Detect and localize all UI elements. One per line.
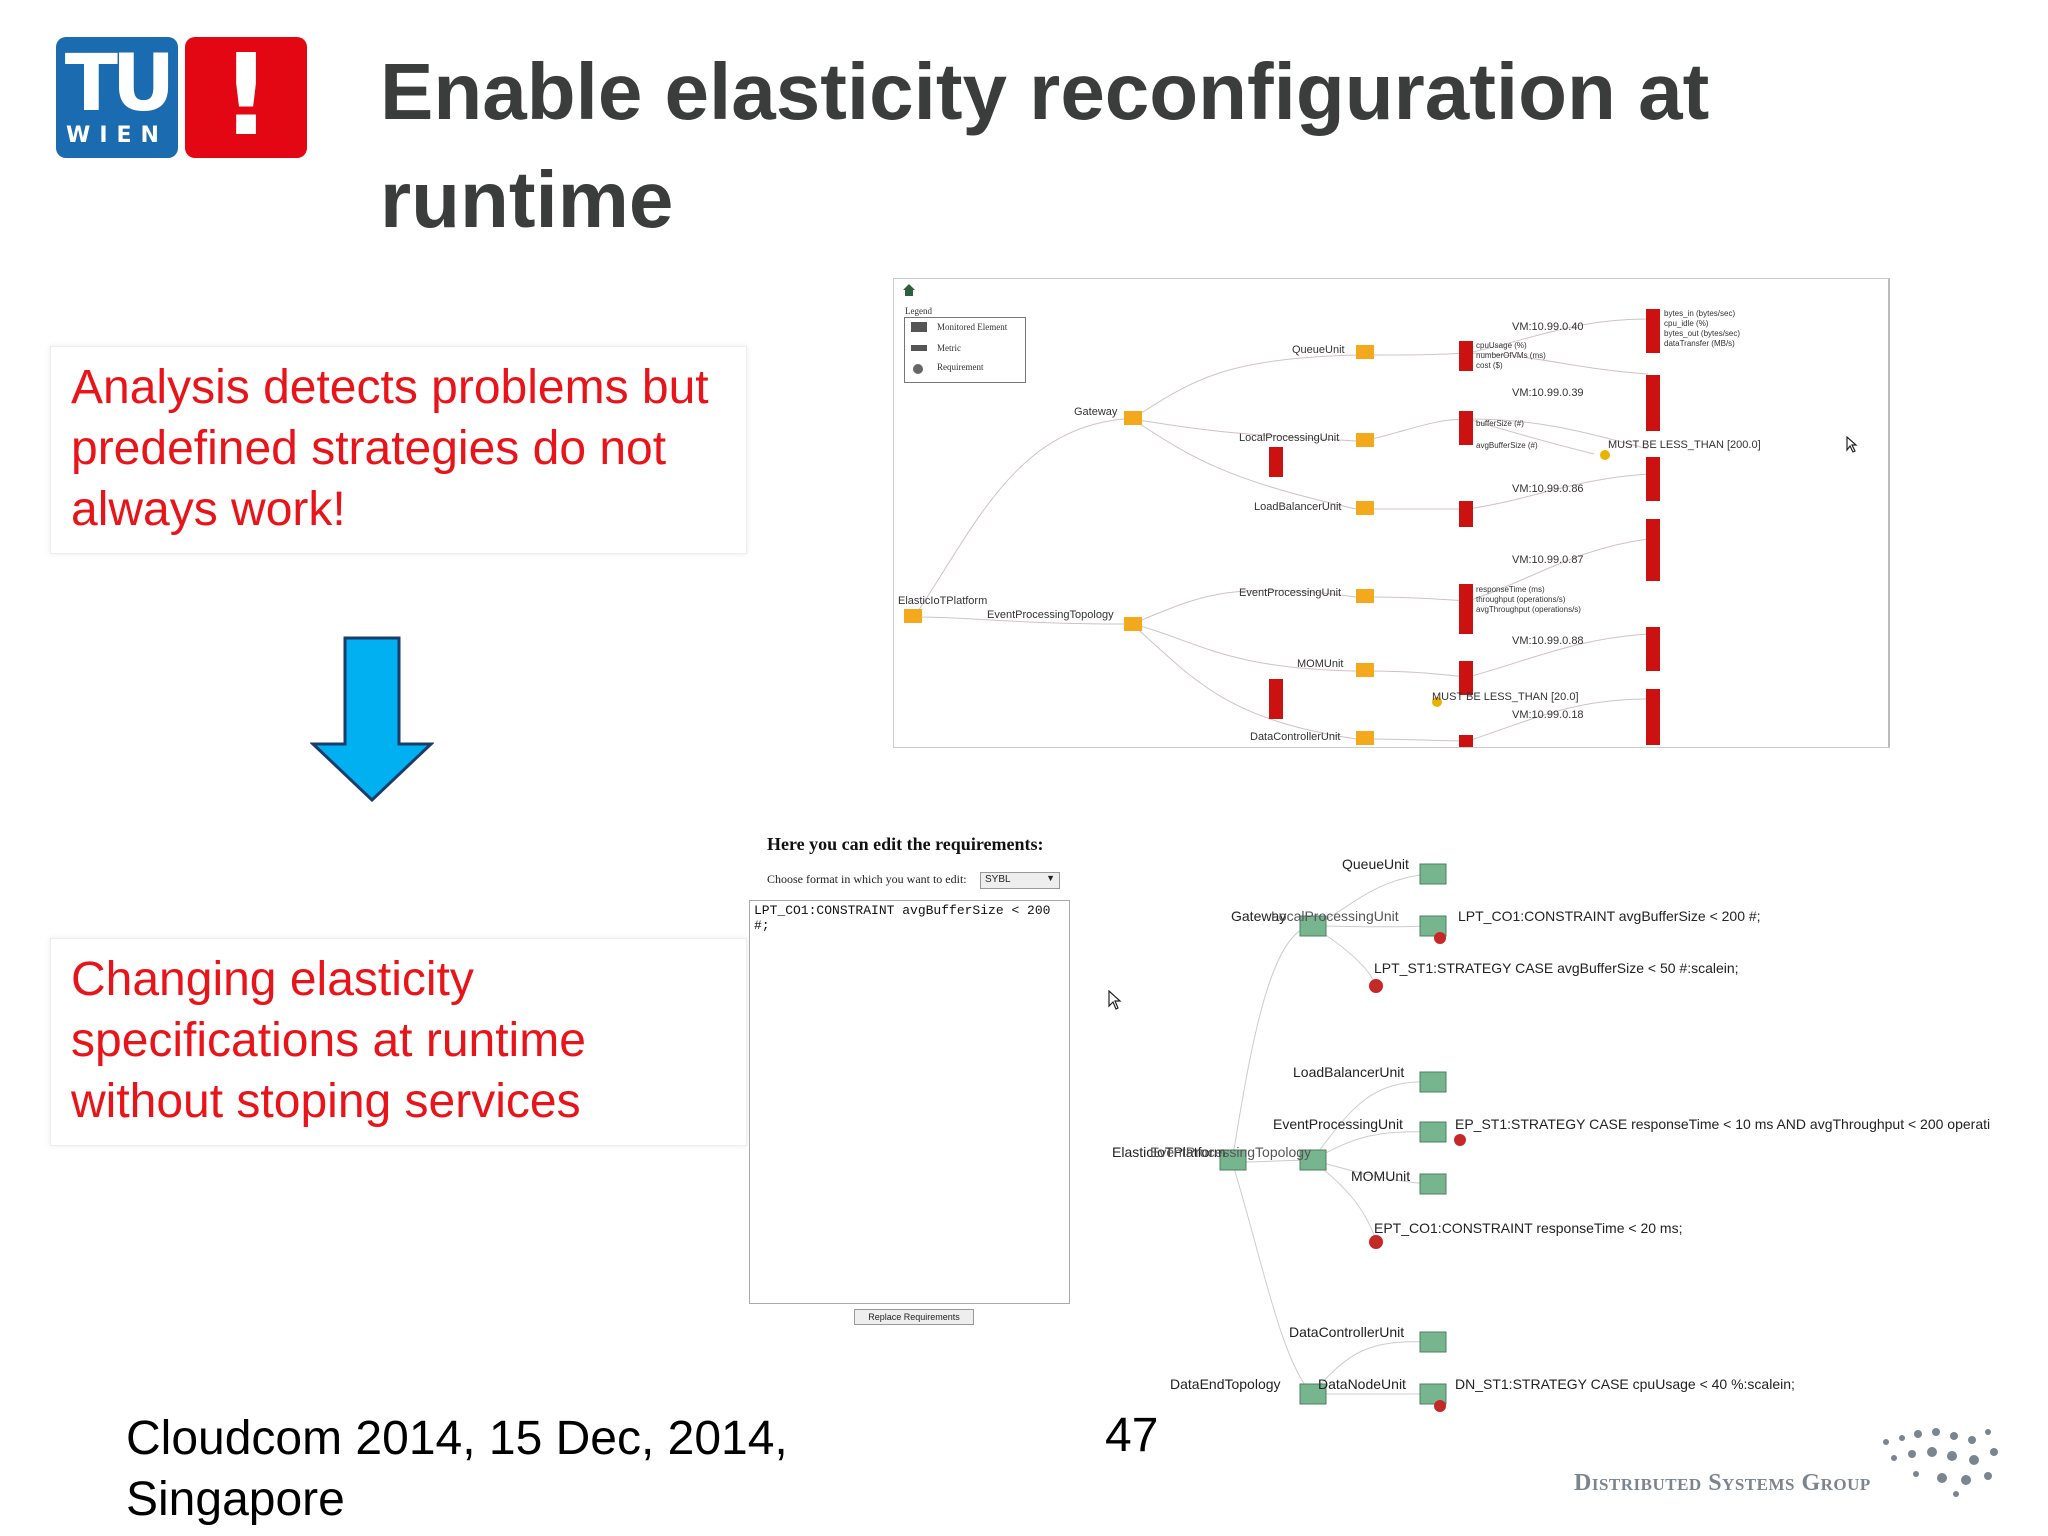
node-gateway[interactable]: Gateway <box>1074 406 1118 418</box>
logo-tu-text: TU <box>64 39 176 129</box>
node-vm-39[interactable]: VM:10.99.0.39 <box>1512 387 1584 399</box>
legend-metric-swatch <box>911 345 927 351</box>
req-node-mom-unit[interactable]: MOMUnit <box>1351 1168 1411 1184</box>
legend-requirement-swatch <box>913 364 923 374</box>
req-node-local-processing-unit[interactable]: LocalProcessingUnit <box>1271 908 1399 924</box>
metric-label: throughput (operations/s) <box>1476 595 1566 604</box>
req-node-gateway[interactable]: Gateway <box>1231 908 1287 924</box>
legend-item-requirement: Requirement <box>937 362 984 372</box>
monitoring-screenshot: Legend Monitored Element Metric Requirem… <box>893 278 1890 748</box>
metric-label: bytes_out (bytes/sec) <box>1664 329 1741 338</box>
requirement-ept-co1[interactable]: EPT_CO1:CONSTRAINT responseTime < 20 ms; <box>1374 1220 1683 1236</box>
down-arrow-icon <box>310 636 434 802</box>
legend-element-swatch <box>911 322 927 332</box>
metric-label: dataTransfer (MB/s) <box>1664 339 1735 348</box>
requirement-response-limit[interactable]: MUST BE LESS_THAN [20.0] <box>1432 691 1579 703</box>
tu-wien-logo: TU WIEN <box>56 37 178 158</box>
metric-label: cpu_idle (%) <box>1664 319 1709 328</box>
footer-event: Cloudcom 2014, 15 Dec, 2014, Singapore <box>126 1412 788 1526</box>
format-select-value: SYBL <box>985 874 1011 885</box>
format-select[interactable]: SYBL ▼ <box>980 872 1060 889</box>
node-queue-unit[interactable]: QueueUnit <box>1292 344 1345 356</box>
legend: Legend Monitored Element Metric Requirem… <box>904 306 1026 383</box>
cursor-icon <box>1846 436 1858 453</box>
req-node-event-processing-topology[interactable]: EventProcessingTopology <box>1150 1144 1312 1160</box>
node-event-processing-unit[interactable]: EventProcessingUnit <box>1239 587 1342 599</box>
metric-label: avgThroughput (operations/s) <box>1476 605 1581 614</box>
node-vm-87[interactable]: VM:10.99.0.87 <box>1512 554 1584 566</box>
editor-format-prompt: Choose format in which you want to edit: <box>767 872 967 886</box>
requirement-ep-st1[interactable]: EP_ST1:STRATEGY CASE responseTime < 10 m… <box>1455 1116 1991 1132</box>
metric-label: bytes_in (bytes/sec) <box>1664 309 1736 318</box>
node-vm-88[interactable]: VM:10.99.0.88 <box>1512 635 1584 647</box>
page-number: 47 <box>1105 1409 1159 1462</box>
req-node-data-controller-unit[interactable]: DataControllerUnit <box>1289 1324 1405 1340</box>
legend-title: Legend <box>905 306 932 316</box>
metric-label: cpuUsage (%) <box>1476 341 1527 350</box>
req-node-elastic-iot-platform[interactable]: ElasticIoTPlatform <box>1112 1144 1226 1160</box>
node-elastic-iot-platform[interactable]: ElasticIoTPlatform <box>898 595 988 607</box>
req-node-queue-unit[interactable]: QueueUnit <box>1342 856 1409 872</box>
metric-label: numberOfVMs (ms) <box>1476 351 1546 360</box>
req-node-data-end-topology[interactable]: DataEndTopology <box>1170 1376 1281 1392</box>
dsg-dots-logo-icon <box>1883 1428 1998 1497</box>
req-node-load-balancer-unit[interactable]: LoadBalancerUnit <box>1293 1064 1405 1080</box>
requirement-buffer-limit[interactable]: MUST BE LESS_THAN [200.0] <box>1608 439 1761 451</box>
metric-label: cost ($) <box>1476 361 1503 370</box>
requirements-textarea[interactable]: LPT_CO1:CONSTRAINT avgBufferSize < 200 #… <box>749 900 1070 1304</box>
node-vm-40[interactable]: VM:10.99.0.40 <box>1512 321 1584 333</box>
requirement-lpt-co1[interactable]: LPT_CO1:CONSTRAINT avgBufferSize < 200 #… <box>1458 908 1761 924</box>
callout-changing-specs: Changing elasticity specifications at ru… <box>50 938 747 1146</box>
node-local-processing-unit[interactable]: LocalProcessingUnit <box>1239 432 1340 444</box>
metric-label: responseTime (ms) <box>1476 585 1545 594</box>
home-icon[interactable] <box>902 283 916 297</box>
req-node-data-node-unit[interactable]: DataNodeUnit <box>1318 1376 1406 1392</box>
node-vm-86[interactable]: VM:10.99.0.86 <box>1512 483 1584 495</box>
metric-label: bufferSize (#) <box>1476 419 1524 428</box>
req-node-event-processing-unit[interactable]: EventProcessingUnit <box>1273 1116 1403 1132</box>
replace-requirements-button[interactable]: Replace Requirements <box>854 1309 974 1325</box>
slide-title: Enable elasticity reconfiguration at run… <box>380 47 1710 244</box>
requirements-graph <box>1219 863 1466 1412</box>
node-vm-18[interactable]: VM:10.99.0.18 <box>1512 709 1584 721</box>
tu-wien-logo-mark: ! <box>185 31 307 161</box>
callout-problems: Analysis detects problems but predefined… <box>50 346 747 554</box>
chevron-down-icon: ▼ <box>1046 873 1055 883</box>
metric-label: avgBufferSize (#) <box>1476 441 1538 450</box>
node-mom-unit[interactable]: MOMUnit <box>1297 658 1344 670</box>
node-event-processing-topology[interactable]: EventProcessingTopology <box>987 609 1114 621</box>
cursor-icon <box>1108 990 1122 1010</box>
distributed-systems-group-label: Distributed Systems Group <box>1574 1470 1871 1496</box>
node-load-balancer-unit[interactable]: LoadBalancerUnit <box>1254 501 1342 513</box>
node-data-controller-unit[interactable]: DataControllerUnit <box>1250 731 1341 743</box>
logo-wien-text: WIEN <box>66 123 168 148</box>
logo-exclamation: ! <box>220 31 272 161</box>
requirement-dn-st1[interactable]: DN_ST1:STRATEGY CASE cpuUsage < 40 %:sca… <box>1455 1376 1795 1392</box>
legend-item-metric: Metric <box>937 343 961 353</box>
editor-heading: Here you can edit the requirements: <box>767 834 1044 854</box>
legend-item-element: Monitored Element <box>937 322 1008 332</box>
requirement-lpt-st1[interactable]: LPT_ST1:STRATEGY CASE avgBufferSize < 50… <box>1374 960 1739 976</box>
monitoring-graph <box>904 309 1660 747</box>
